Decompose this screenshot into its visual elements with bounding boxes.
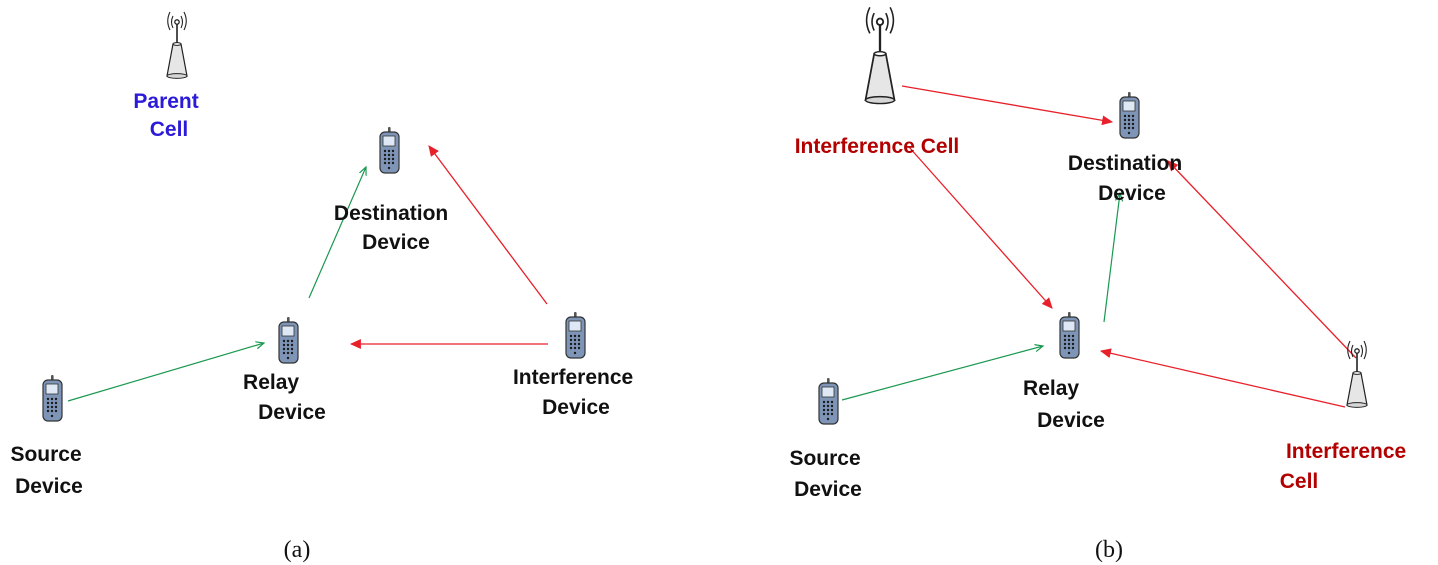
source-device-phone-icon bbox=[42, 374, 63, 422]
destination-device-phone-icon bbox=[379, 126, 400, 174]
parent-cell-label: Parent Cell bbox=[133, 90, 204, 141]
source-device-label-b: Source Device bbox=[789, 447, 866, 501]
interference-cell-right-label: Interference Cell bbox=[1280, 440, 1412, 493]
link-source-to-relay bbox=[67, 343, 264, 402]
link-source-to-relay-b bbox=[841, 346, 1043, 401]
destination-device-label: Destination Device bbox=[334, 202, 454, 254]
destination-device-label-b: Destination Device bbox=[1068, 152, 1188, 205]
interference-cell-top-tower-icon bbox=[864, 6, 896, 105]
panel-b: Interference Cell Destination Device Rel… bbox=[789, 6, 1412, 563]
link-relay-to-destination bbox=[308, 167, 366, 299]
interference-device-phone-icon bbox=[565, 311, 586, 359]
interference-to-destination-arrow bbox=[428, 145, 548, 305]
panel-a-caption: (a) bbox=[284, 537, 311, 563]
parent-cell-tower-icon bbox=[166, 11, 188, 80]
interference-cell-top-label: Interference Cell bbox=[795, 135, 960, 158]
destination-device-phone-icon-b bbox=[1119, 91, 1140, 139]
relay-device-phone-icon bbox=[278, 316, 299, 364]
relay-device-phone-icon-b bbox=[1059, 311, 1080, 359]
link-relay-to-destination-b bbox=[1103, 193, 1120, 323]
panel-b-caption: (b) bbox=[1095, 537, 1123, 563]
relay-device-label: Relay Device bbox=[243, 371, 326, 424]
cell-top-to-relay-arrow bbox=[908, 146, 1053, 309]
relay-device-label-b: Relay Device bbox=[1023, 377, 1105, 432]
cell-right-to-destination-arrow bbox=[1167, 160, 1357, 359]
interference-device-label: Interference Device bbox=[513, 366, 639, 419]
source-device-label: Source Device bbox=[10, 443, 87, 498]
cell-top-to-destination-arrow bbox=[901, 85, 1114, 126]
source-device-phone-icon-b bbox=[818, 377, 839, 425]
cell-right-to-relay-arrow bbox=[1099, 348, 1346, 408]
panel-a: Parent Cell Destination Device Relay Dev… bbox=[10, 11, 639, 563]
